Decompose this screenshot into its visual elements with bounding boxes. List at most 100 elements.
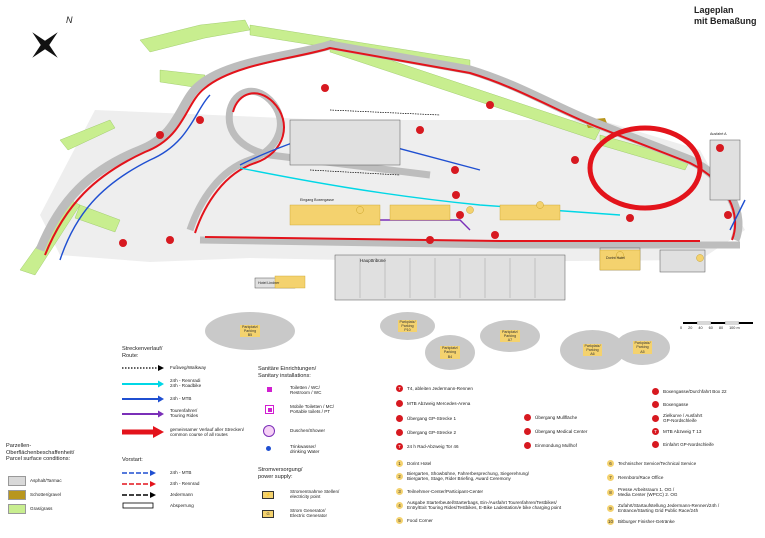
- map-label-haupttribune: Haupttribüne: [360, 258, 386, 263]
- legend-vorstart-rennrad: 24h - Rennrad: [170, 481, 200, 486]
- mobile-toilet-icon: [265, 405, 274, 414]
- yellow-point-row: 4 Ausgabe Starterbeutel/Starterbags, Ein-…: [396, 500, 561, 511]
- yellow-point-label: Technischer Service/Technical Service: [618, 460, 697, 466]
- red-point-row: Einmündung Mullhof: [524, 442, 577, 449]
- compass-north-label: N: [66, 15, 73, 25]
- red-point-label: Einmündung Mullhof: [535, 442, 577, 448]
- map-label-dorint: Dorint Hotel: [606, 256, 625, 260]
- swatch-gravel: [8, 490, 26, 500]
- toilet-icon: [267, 387, 272, 392]
- circuit-map: [19, 19, 753, 325]
- red-point-row: Übergang Medical Center: [524, 428, 587, 435]
- surface-gravel: Schotter/gravel: [8, 490, 61, 500]
- label-line: Zielkurve / Ausfahrt: [663, 413, 703, 418]
- legend-route-swatches: [122, 365, 164, 438]
- label-line: Entry/Exit Touring Rides/Testbikes, E-Bi…: [407, 505, 562, 511]
- label-line: Touring Rides: [170, 413, 199, 419]
- sanitary-toilets: Toiletten / WC/ Restroom / WC: [290, 385, 321, 396]
- heading-line: Sanitäre Einrichtungen/: [258, 366, 317, 372]
- yellow-point-marker: 4: [396, 501, 403, 509]
- track-main-straight: [199, 236, 740, 249]
- legend-vorstart-mtb: 24h - MTB: [170, 470, 192, 475]
- map-label-eingang: Eingang Boxengasse: [300, 198, 334, 202]
- legend-vorstart-heading: Vorstart:: [122, 457, 143, 463]
- map-red-points: [119, 84, 732, 247]
- red-point-row: Boxengasse: [652, 401, 688, 408]
- compass-icon: [32, 32, 58, 58]
- red-point-row: Übergang Mullfläche: [524, 414, 577, 421]
- red-point-marker: [652, 388, 659, 395]
- power-electricity-point: Stromentnahme Stellen/ electricity point: [290, 489, 339, 500]
- surface-grass: Gras/grass: [8, 504, 52, 514]
- highlight-circle: [587, 125, 703, 211]
- heading-line: Oberflächenbeschaffenheit/: [6, 449, 75, 456]
- legend-vorstart-swatches: [122, 470, 156, 509]
- heading-line: Sanitary installations:: [258, 372, 311, 379]
- label-line: Entrance/Starting Grid Public Race/24h: [618, 508, 699, 514]
- label-line: Presse Arbeitsraum 1. OG /: [618, 487, 675, 492]
- label-line: Media Center (WPCC) 2. OG: [618, 492, 678, 498]
- heading-line: power supply:: [258, 473, 293, 480]
- red-point-label: Übergang GP-Strecke 1: [407, 415, 457, 421]
- scale-tick: 100 m: [729, 326, 740, 330]
- yellow-point-marker: 10: [607, 518, 614, 525]
- sanitary-water: Trinkwasser/ drinking Water: [290, 444, 319, 455]
- label-line: Portable toilets / PT: [290, 409, 331, 415]
- shower-icon: [263, 425, 275, 437]
- heading-line: Parcel surface conditions:: [6, 456, 71, 463]
- yellow-point-label: Teilnehmer-Center/Participant-Center: [407, 488, 484, 494]
- swatch-grass: [8, 504, 26, 514]
- red-point-marker: T: [396, 385, 403, 392]
- surface-label: Gras/grass: [30, 506, 53, 512]
- heading-line: Parzellen-: [6, 443, 32, 449]
- heading-line: Streckenverlauf/: [122, 346, 163, 352]
- scale-tick: 80: [718, 326, 724, 330]
- scale-bar: [683, 321, 753, 325]
- red-point-row: Boxengasse/Durchfahrt Box 22: [652, 388, 727, 395]
- map-label-hotel-lindner: Hotel Lindner: [258, 281, 280, 285]
- page-title: Lageplan mit Bemaßung: [694, 5, 757, 27]
- building-grid: [359, 258, 536, 298]
- red-point-label: MTB Abzweig T 13: [663, 428, 702, 434]
- label-line: Ausgabe Starterbeutel/Starterbags, Ein-/…: [407, 500, 557, 505]
- red-point-row: T MTB Abzweig T 13: [652, 428, 701, 435]
- red-point-marker: T: [652, 428, 659, 435]
- scale-tick: 40: [698, 326, 703, 330]
- label-line: electricity point: [290, 494, 321, 500]
- red-point-label: Übergang Medical Center: [535, 428, 588, 434]
- yellow-point-label: Bitburger Finisher-Getränke: [618, 518, 675, 524]
- red-point-label: Übergang Mullfläche: [535, 414, 578, 420]
- legend-sanitary-heading: Sanitäre Einrichtungen/ Sanitary install…: [258, 366, 316, 379]
- red-point-label: T4, ableiten Jedermann-Rennen: [407, 385, 473, 391]
- red-point-label: MTB Abzweig Mercedes-Arena: [407, 400, 471, 406]
- surface-label: Schotter/gravel: [30, 492, 61, 498]
- yellow-point-label: Presse Arbeitsraum 1. OG /Media Center (…: [618, 487, 677, 498]
- route-roadbike-cyan: [239, 167, 621, 216]
- red-point-row: T T4, ableiten Jedermann-Rennen: [396, 385, 473, 392]
- yellow-point-row: 10 Bitburger Finisher-Getränke: [607, 518, 675, 525]
- label-line: Biergarten, Showbühne, Fahrerbesprechung…: [407, 471, 530, 476]
- label-line: Zufahrt/Startaufstellung Jedermann-Renne…: [618, 503, 720, 508]
- paddock-area: [40, 110, 745, 262]
- legend-route-walkway: Fußweg/Walkway: [170, 365, 207, 370]
- label-line: Restroom / WC: [290, 390, 322, 396]
- yellow-point-marker: 6: [607, 460, 614, 467]
- yellow-point-label: Food Corner: [407, 517, 433, 523]
- drinking-water-icon: [266, 446, 271, 451]
- red-point-row: MTB Abzweig Mercedes-Arena: [396, 400, 470, 407]
- route-red-straight: [204, 236, 700, 242]
- label-line: 24h - Rennradi: [170, 378, 201, 383]
- title-line-1: Lageplan: [694, 5, 734, 15]
- red-point-marker: T: [396, 443, 403, 450]
- yellow-point-row: 6 Technischer Service/Technical Service: [607, 460, 696, 467]
- legend-power-heading: Stromversorgung/ power supply:: [258, 467, 302, 480]
- legend-route-mtb: 24h - MTB: [170, 396, 192, 401]
- red-point-marker: [524, 414, 531, 421]
